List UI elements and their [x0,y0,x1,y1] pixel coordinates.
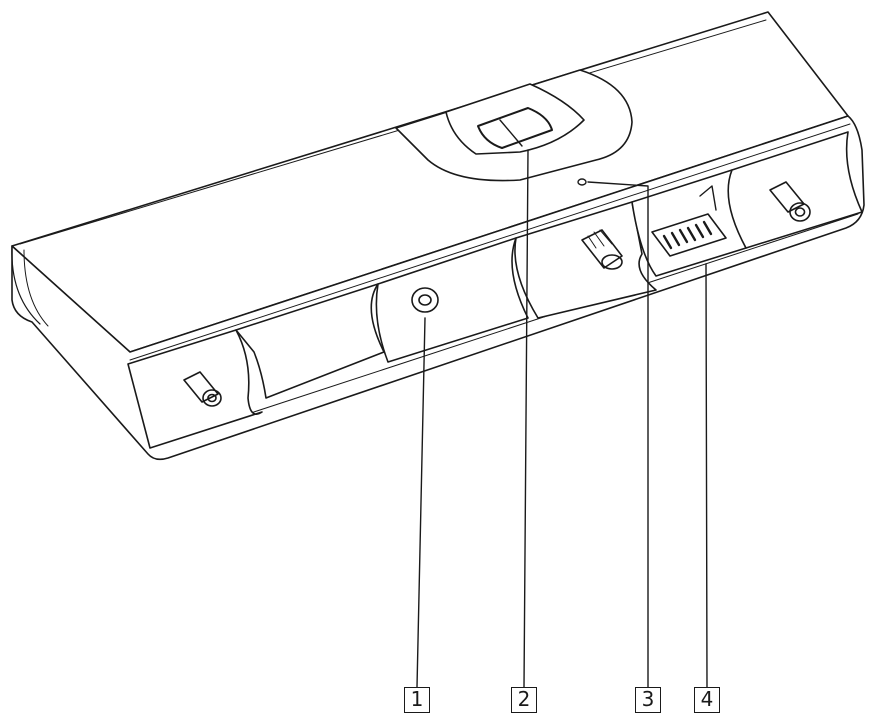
post-right-tip-inner [794,207,806,217]
compartment-c [514,201,657,319]
post-right-tip [789,202,811,222]
latch-grip-line [499,119,523,147]
post-left-tip-inner [207,393,217,403]
mounting-screw-hole-inner [418,294,432,306]
front-lower-band [129,123,851,361]
leader-line-4 [705,263,708,688]
leader-line-3 [587,181,649,688]
threaded-post-tip [601,254,623,270]
leader-line-1 [416,317,426,688]
left-end-curve [11,245,41,325]
front-bottom-edge [149,213,859,447]
callout-2: 2 [511,687,537,713]
leader-line-2 [523,149,529,688]
compartment-b [375,237,529,363]
callout-1: 1 [404,687,430,713]
threaded-post-threads [587,229,613,249]
connector-pins [662,220,713,250]
left-end-inner [23,249,49,327]
mounting-screw-hole [411,287,439,313]
compartment-right-end [727,131,863,249]
indicator-led [577,178,587,186]
release-latch [477,107,553,149]
post-left-tip [202,389,222,407]
top-face-inner-edge [19,19,767,245]
callout-3: 3 [635,687,661,713]
callout-4: 4 [694,687,720,713]
connector-latch-tab [699,185,717,211]
